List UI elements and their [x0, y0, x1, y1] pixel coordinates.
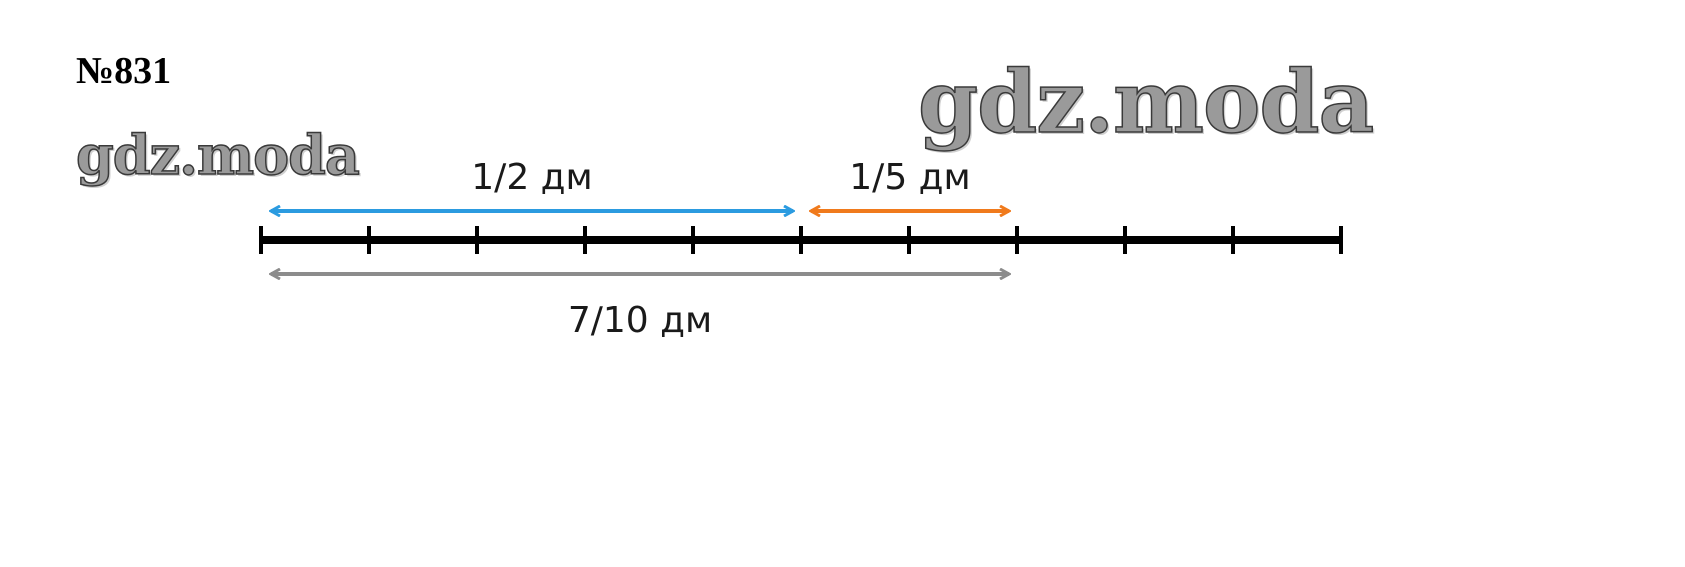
watermark-logo-large: gdz.moda — [917, 52, 1375, 153]
number-line — [259, 226, 1343, 254]
segment-label-0: 1/2 дм — [471, 157, 592, 198]
segments-layer: 1/2 дм 1/5 дм 7/10 дм — [271, 157, 1009, 341]
segment-label-2: 7/10 дм — [568, 300, 712, 341]
segment-label-1: 1/5 дм — [849, 157, 970, 198]
watermark-logo-small: gdz.moda — [75, 123, 360, 187]
problem-number: №831 — [76, 50, 172, 92]
